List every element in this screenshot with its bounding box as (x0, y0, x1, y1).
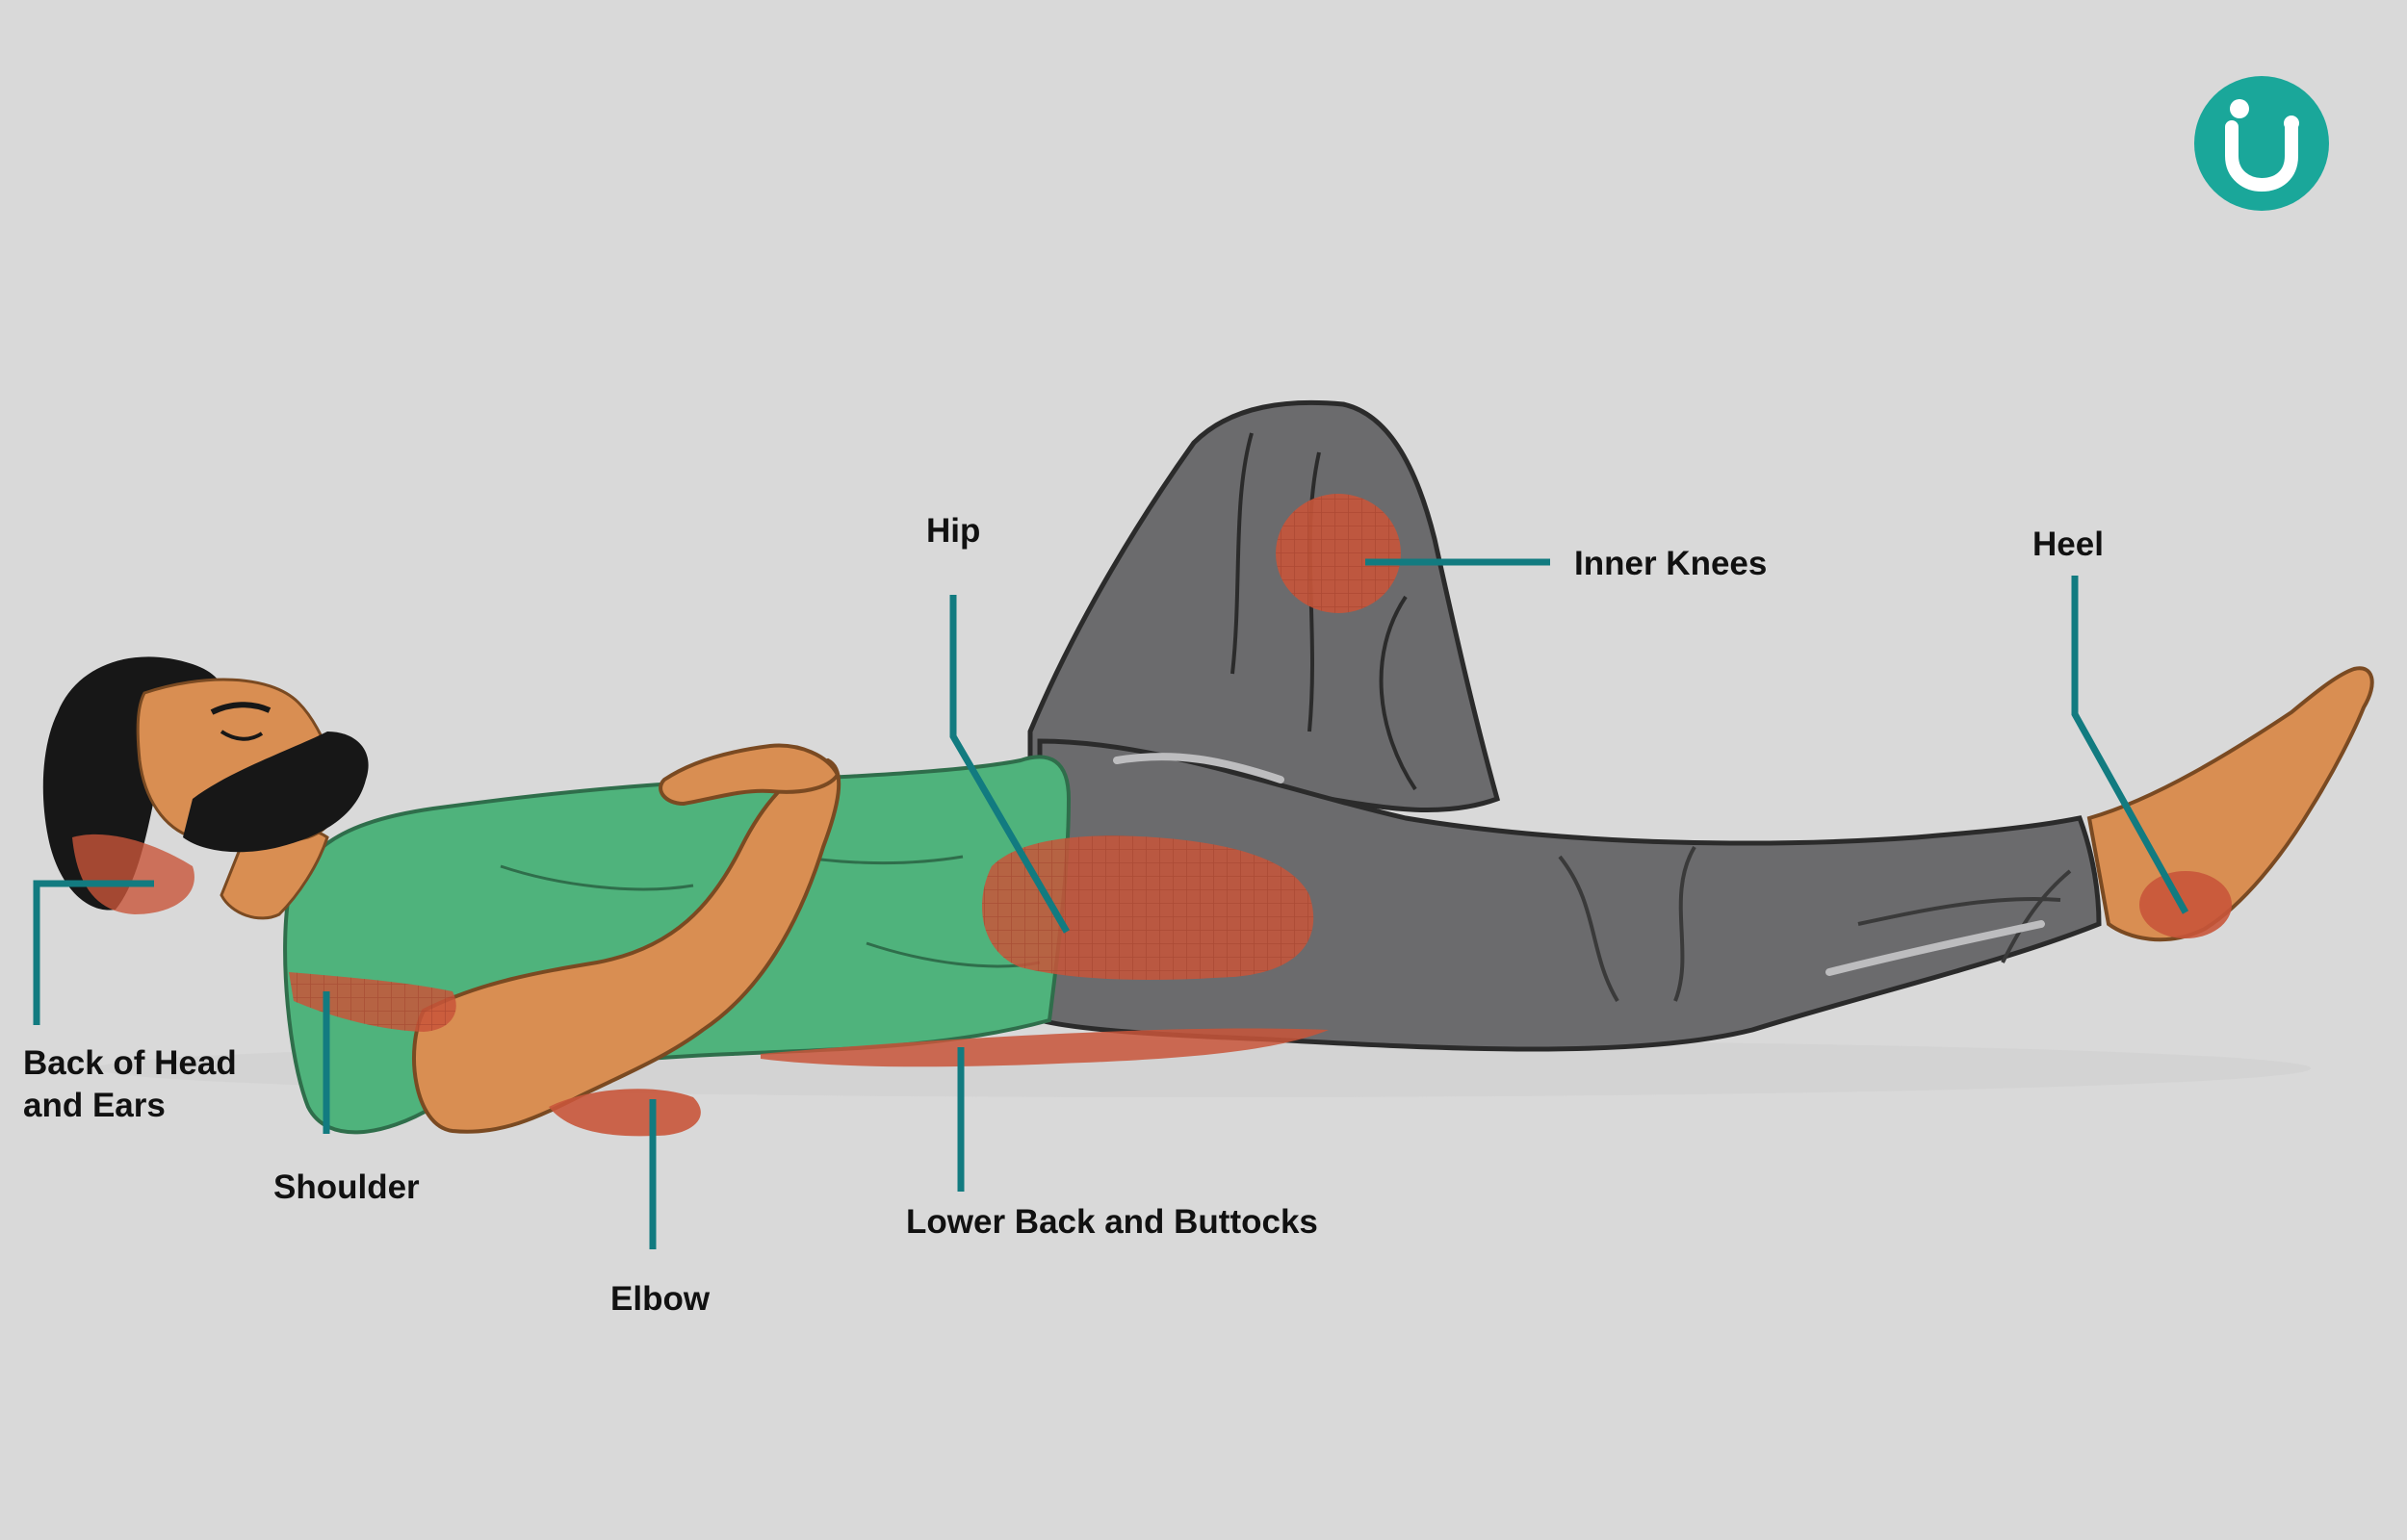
label-back-of-head: Back of Head and Ears (23, 1042, 237, 1127)
leader-hip (949, 595, 1071, 934)
label-heel: Heel (2032, 526, 2104, 563)
label-inner-knees: Inner Knees (1574, 545, 1768, 582)
label-back-of-head-line-2: and Ears (23, 1087, 166, 1124)
straight-leg-folds (1558, 845, 2072, 1003)
elbow-pressure-area (549, 1089, 701, 1137)
inner-knees-pressure-grid (1276, 494, 1401, 613)
leader-back-of-head (33, 880, 154, 1025)
eyebrow (210, 702, 272, 715)
label-hip: Hip (926, 512, 981, 550)
head-pressure-area (72, 834, 194, 914)
hands (659, 743, 841, 807)
label-shoulder: Shoulder (273, 1168, 420, 1206)
label-elbow: Elbow (610, 1280, 711, 1318)
label-lower-back: Lower Back and Buttocks (906, 1203, 1318, 1241)
trouser-highlight (1113, 753, 2045, 976)
heel-pressure-area (2139, 871, 2232, 938)
label-back-of-head-line-1: Back of Head (23, 1044, 237, 1082)
shoulder-pressure-grid (289, 972, 456, 1032)
leader-heel (2071, 576, 2189, 914)
closed-eye (220, 730, 264, 741)
arm (412, 757, 841, 1134)
hip-pressure-grid (982, 835, 1314, 980)
lower-back-pressure-area (761, 1028, 1329, 1067)
beard (183, 732, 369, 853)
brand-logo-icon (2194, 76, 2329, 211)
